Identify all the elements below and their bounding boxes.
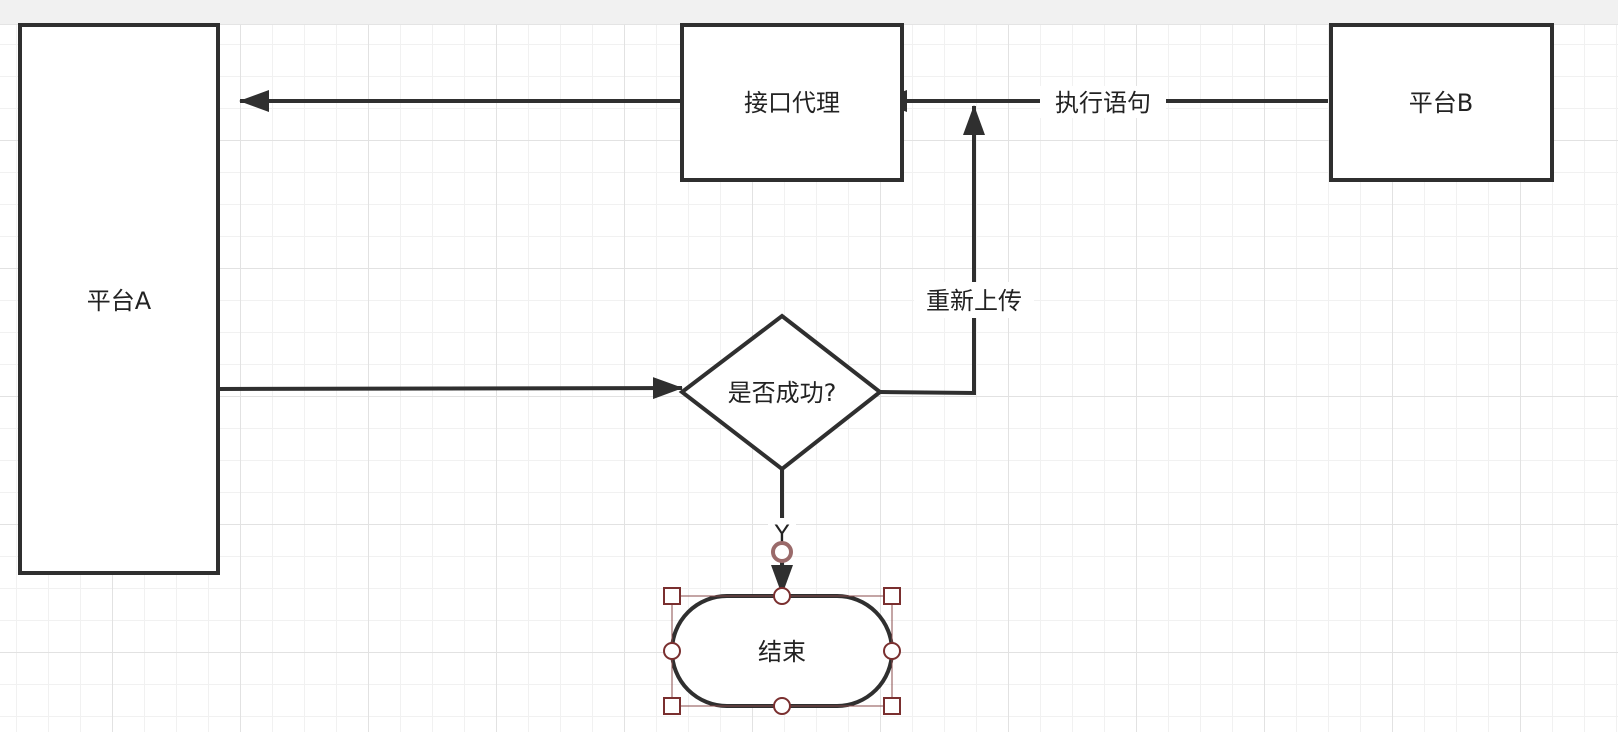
selection-corner-handle[interactable] [663, 697, 681, 715]
connection-point-handle[interactable] [773, 587, 791, 605]
edge-decision-reupload[interactable] [879, 105, 985, 396]
svg-text:结束: 结束 [758, 638, 806, 666]
edge-label-yes: Y [768, 518, 796, 548]
edge-platform-a-to-decision[interactable] [217, 377, 683, 400]
edge-label-reupload: 重新上传 [914, 282, 1034, 318]
svg-text:平台A: 平台A [87, 287, 152, 315]
node-end[interactable]: 结束 [670, 594, 894, 708]
connection-point-handle[interactable] [773, 697, 791, 715]
node-platform-b[interactable]: 平台B [1329, 23, 1554, 182]
connection-point-handle[interactable] [883, 642, 901, 660]
node-interface-proxy[interactable]: 接口代理 [680, 23, 904, 182]
edge-label-execute-statement: 执行语句 [1040, 86, 1166, 118]
svg-text:Y: Y [774, 520, 790, 548]
svg-text:重新上传: 重新上传 [926, 287, 1022, 315]
selection-corner-handle[interactable] [883, 697, 901, 715]
selection-corner-handle[interactable] [883, 587, 901, 605]
svg-text:是否成功?: 是否成功? [728, 379, 837, 407]
connection-point-handle[interactable] [663, 642, 681, 660]
svg-text:平台B: 平台B [1409, 89, 1473, 117]
node-decision[interactable]: 是否成功? [678, 313, 884, 472]
edge-endpoint-handle[interactable] [771, 541, 793, 563]
node-platform-a[interactable]: 平台A [18, 23, 220, 575]
svg-text:接口代理: 接口代理 [744, 89, 840, 117]
svg-text:执行语句: 执行语句 [1055, 89, 1151, 117]
selection-corner-handle[interactable] [663, 587, 681, 605]
